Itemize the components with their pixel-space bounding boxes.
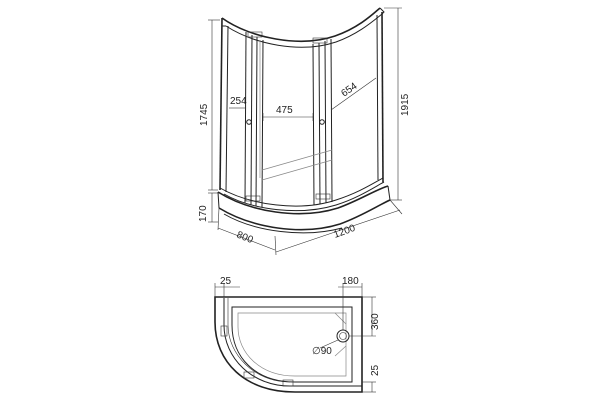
dimension-475: 475 (262, 105, 314, 121)
drain-hole (336, 329, 350, 343)
dim-label-800: 800 (235, 230, 255, 247)
plan-dimension-180: 180 (338, 276, 363, 330)
dim-label-654: 654 (339, 81, 359, 100)
dim-label-plan-25-bottom: 25 (370, 364, 381, 376)
dimension-254: 254 (229, 96, 247, 109)
dimension-170: 170 (198, 192, 218, 223)
plan-view-shower-tray (214, 296, 363, 393)
dim-label-170: 170 (198, 205, 209, 222)
dim-label-1745: 1745 (199, 103, 210, 126)
dim-label-254: 254 (230, 96, 247, 107)
plan-dimension-360: 360 (349, 296, 381, 337)
plan-dimension-diameter: ∅90 (312, 339, 339, 357)
plan-dimension-25-top: 25 (214, 276, 240, 297)
plan-dimension-25-bottom: 25 (362, 364, 381, 393)
dimension-1745: 1745 (199, 19, 220, 191)
dim-label-plan-180: 180 (342, 276, 359, 287)
dim-label-1915: 1915 (400, 93, 411, 116)
dimension-1915: 1915 (384, 7, 411, 201)
dim-label-plan-diameter: ∅90 (312, 346, 332, 357)
isometric-shower-cabin (217, 7, 391, 234)
dim-label-plan-360: 360 (370, 313, 381, 330)
dim-label-475: 475 (276, 105, 293, 116)
dim-label-plan-25-top: 25 (220, 276, 232, 287)
dimension-654: 654 (330, 77, 377, 111)
